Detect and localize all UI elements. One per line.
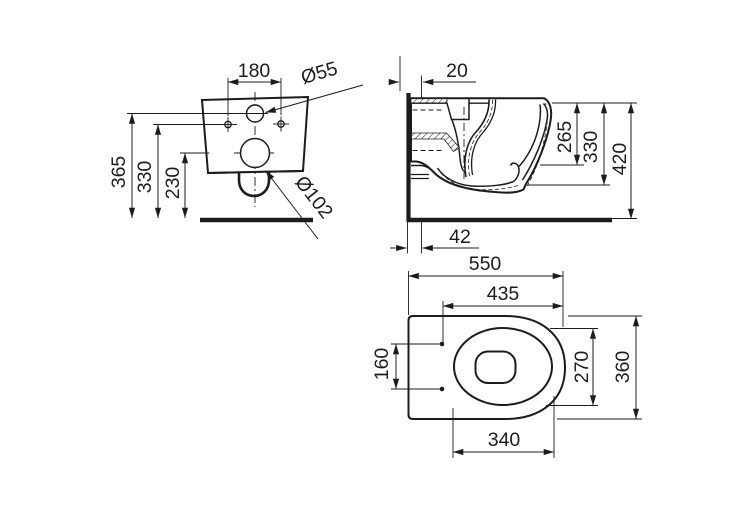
dim-550: 550 [408, 253, 564, 327]
front-view: 180 Ø55 365 330 230 Ø102 [108, 58, 364, 240]
dim-label-top-inset: 20 [446, 60, 468, 82]
dim-label-drain-diameter: Ø102 [290, 172, 337, 223]
dim-270: 270 [546, 328, 598, 406]
dim-label-bowl-width-inner: 270 [571, 351, 593, 384]
dim-42: 42 [390, 222, 479, 254]
dim-label-hole-spacing-top: 160 [371, 348, 393, 381]
dim-label-height-holes: 330 [134, 161, 156, 194]
dim-label-hole-spacing: 180 [238, 60, 271, 82]
dim-230: 230 [162, 152, 210, 218]
outlet-pipe [237, 172, 271, 198]
dim-label-rim-depth: 265 [554, 121, 576, 154]
body-bottom-edge [207, 170, 304, 174]
drain-opening [474, 350, 517, 384]
side-view: 20 42 265 330 420 [388, 56, 637, 254]
dim-180: 180 [227, 60, 282, 116]
dim-435: 435 [442, 283, 563, 342]
body-outline [410, 97, 553, 194]
dim-right-stack: 265 330 420 [528, 102, 637, 219]
dim-360: 360 [557, 315, 642, 420]
dim-label-bowl-depth-inner: 340 [488, 429, 521, 451]
top-view: 550 435 160 270 360 34 [371, 253, 642, 458]
dim-label-bowl-depth: 330 [580, 131, 602, 164]
mounting-point-top [439, 341, 445, 347]
dim-drain-diameter: Ø102 [265, 170, 337, 240]
dim-340: 340 [452, 396, 555, 458]
dim-330: 330 [134, 124, 237, 218]
dim-160: 160 [371, 343, 442, 390]
dim-label-outlet-inset: 42 [449, 226, 471, 248]
dim-label-overall-width: 360 [612, 351, 634, 384]
dim-label-overall-depth: 550 [469, 253, 502, 275]
mounting-point-bottom [439, 386, 445, 392]
dim-label-bowl-depth-outer: 435 [487, 283, 520, 305]
dim-label-overall-height: 420 [609, 143, 631, 176]
dim-20: 20 [388, 56, 476, 97]
drain-hole [239, 137, 271, 169]
dim-365: 365 [108, 113, 268, 218]
section-details [410, 98, 549, 191]
dim-label-inlet-diameter: Ø55 [299, 58, 341, 89]
dim-label-height-drain: 230 [162, 167, 184, 200]
dim-label-height-overall: 365 [108, 156, 130, 189]
